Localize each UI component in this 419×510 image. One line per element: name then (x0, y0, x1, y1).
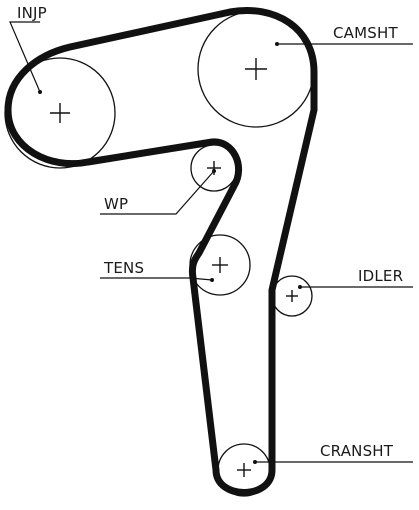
camsht-leader-dot (275, 42, 279, 46)
idler-leader-dot (298, 285, 302, 289)
cransht-label: CRANSHT (320, 442, 394, 460)
idler-label: IDLER (358, 267, 403, 285)
tens-leader-dot (210, 278, 214, 282)
cransht-leader-dot (253, 460, 257, 464)
timing-belt (4, 7, 318, 496)
injp-label: INJP (17, 4, 47, 22)
injp-leader (9, 21, 41, 93)
tensioner-pulley (189, 234, 251, 296)
tens-label: TENS (103, 259, 144, 277)
camsht-label: CAMSHT (333, 24, 398, 42)
wp-leader-dot (212, 169, 216, 173)
leader-lines (9, 21, 413, 464)
idler-pulley (271, 275, 313, 317)
wp-label: WP (104, 195, 128, 213)
wp-leader (100, 170, 215, 215)
injp-leader-dot (38, 90, 42, 94)
tens-leader (100, 277, 213, 281)
